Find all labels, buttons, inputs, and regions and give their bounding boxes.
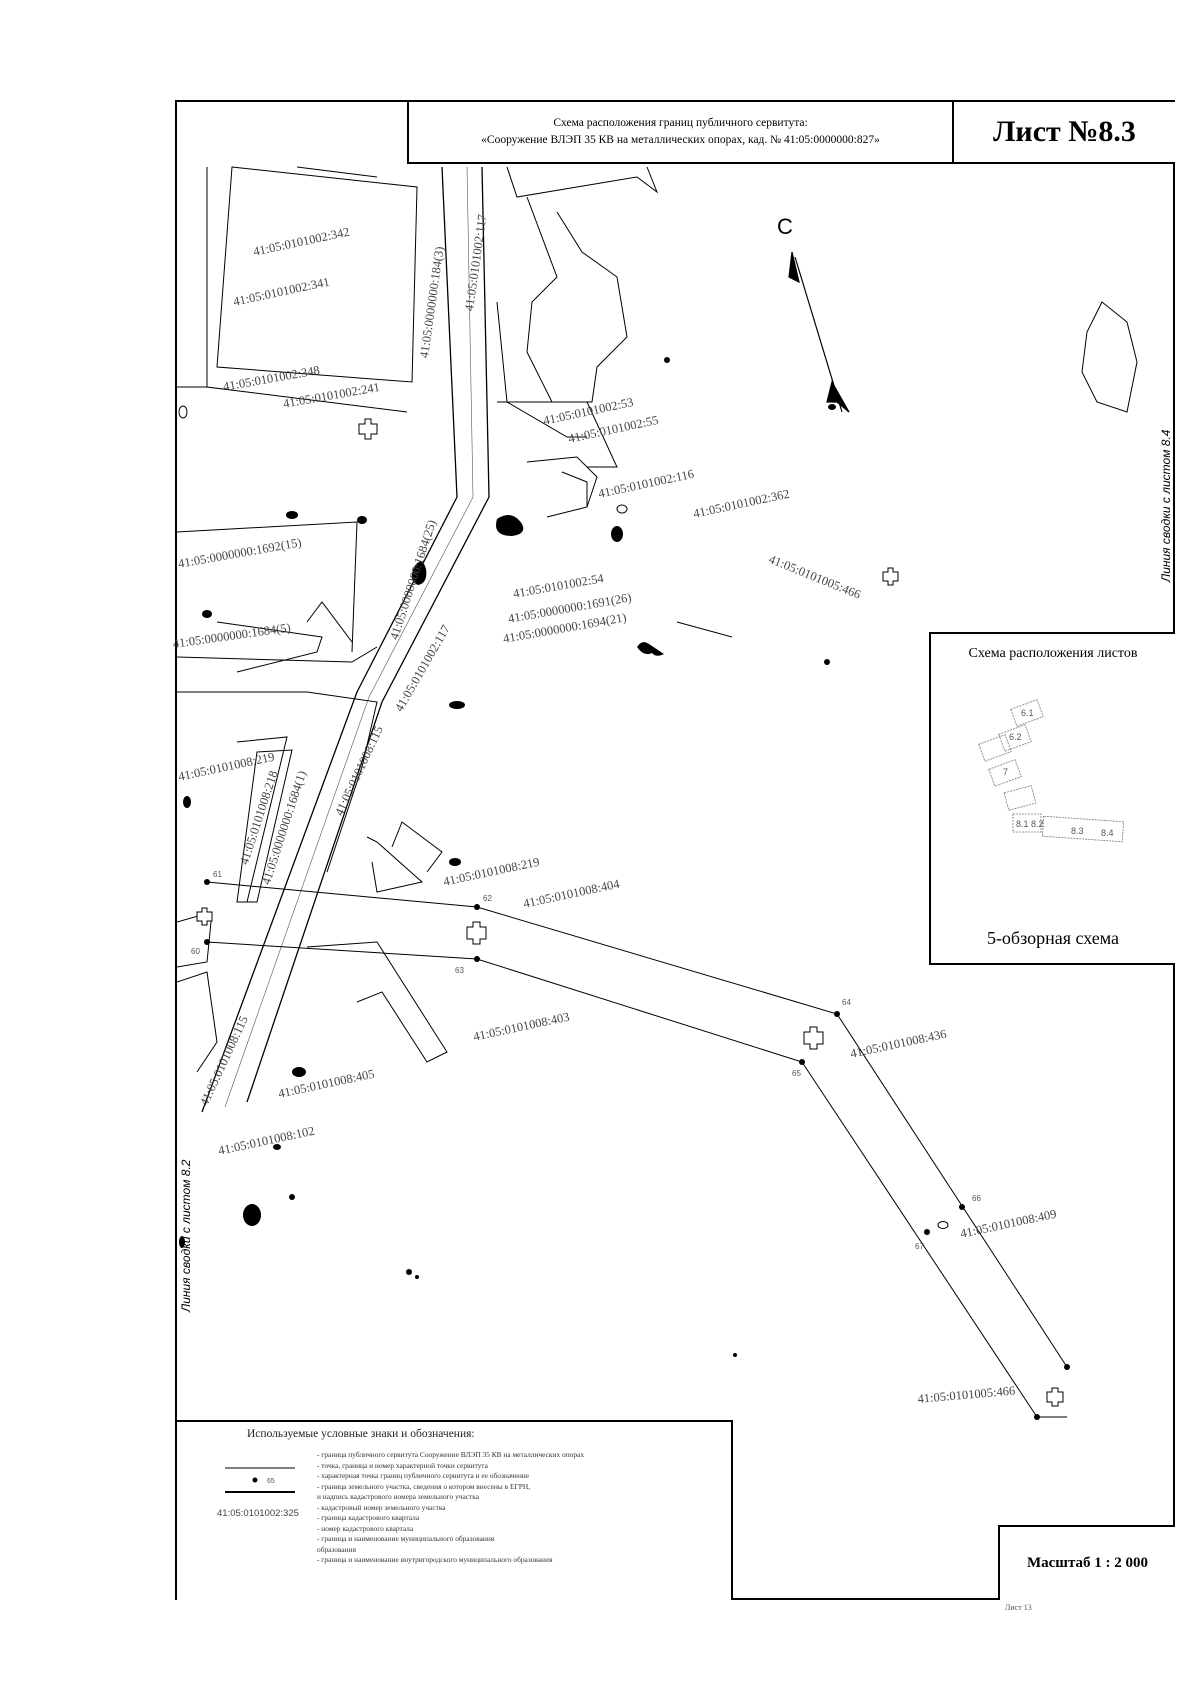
legend-item: - граница публичного сервитута Сооружени… [317,1450,585,1459]
legend-item: - номер кадастрового квартала [317,1523,414,1533]
legend-point-label: 65 [267,1478,275,1485]
link-left-label: Линия сводки с листом 8.2 [179,1159,193,1312]
scale: Масштаб 1 : 2 000 [998,1525,1175,1600]
point-label: 61 [213,870,222,879]
legend-item: - кадастровый номер земельного участка [317,1502,446,1512]
title-block: Схема расположения границ публичного сер… [407,102,952,164]
legend-code: 41:05:0101002:325 [217,1508,299,1519]
legend-title: Используемые условные знаки и обозначени… [247,1428,475,1440]
legend: Используемые условные знаки и обозначени… [177,1420,733,1600]
sheet-layout-inset: Схема расположения листов 6.1 6.2 7 8.1 … [929,632,1175,965]
servitude-points [204,879,1070,1420]
legend-symbols: 65 [225,1467,295,1493]
legend-item: - точка, граница и номер характерной точ… [317,1460,488,1470]
point-label: 62 [483,894,492,903]
point-label: 65 [792,1069,801,1078]
legend-item: - граница земельного участка, сведения о… [317,1481,531,1491]
inset-cell: 8.4 [1101,828,1114,838]
title-line-2: «Сооружение ВЛЭП 35 КВ на металлических … [481,134,880,146]
inset-title: Схема расположения листов [968,646,1138,661]
road-corridor [201,166,490,1113]
sheet-number: Лист №8.3 [952,102,1175,164]
legend-item: - граница и наименование внутригородског… [317,1555,553,1564]
inset-cell: 8.3 [1071,826,1084,836]
title-line-1: Схема расположения границ публичного сер… [553,117,808,129]
inset-cell: 6.1 [1021,708,1034,718]
point-label: 66 [972,1194,981,1203]
inset-cell: 6.2 [1009,732,1022,742]
legend-item: - граница кадастрового квартала [317,1513,420,1522]
bottom-note: Лист 13 [1005,1603,1032,1612]
point-label: 64 [842,998,851,1007]
legend-list: - граница публичного сервитута Сооружени… [317,1450,729,1566]
pylon-symbols [178,405,1064,1407]
point-label: 60 [191,947,200,956]
legend-item: и надпись кадастрового номера земельного… [317,1492,480,1501]
legend-item: образования [317,1544,356,1554]
legend-item: - граница и наименование муниципального … [317,1534,495,1543]
legend-item: - характерная точка границ публичного се… [317,1471,530,1480]
servitude-boundary [206,881,1068,1418]
point-label: 63 [455,966,464,975]
inset-caption: 5-обзорная схема [986,928,1120,948]
link-right-label: Линия сводки с листом 8.4 [1159,429,1173,582]
parcel-boundaries [177,166,1138,1073]
map-canvas [177,166,1138,1420]
point-label: 67 [915,1242,924,1251]
map-blobs [179,357,836,1357]
inset-diagram: 6.1 6.2 7 8.1 8.2 8.3 8.4 [978,699,1125,843]
inset-cell: 7 [1003,767,1008,777]
inset-cell: 8.2 [1031,819,1044,829]
north-arrow [788,251,850,413]
inset-cell: 8.1 [1016,819,1029,829]
north-label: С [777,214,793,239]
map-sheet: Схема расположения границ публичного сер… [172,100,1175,1600]
